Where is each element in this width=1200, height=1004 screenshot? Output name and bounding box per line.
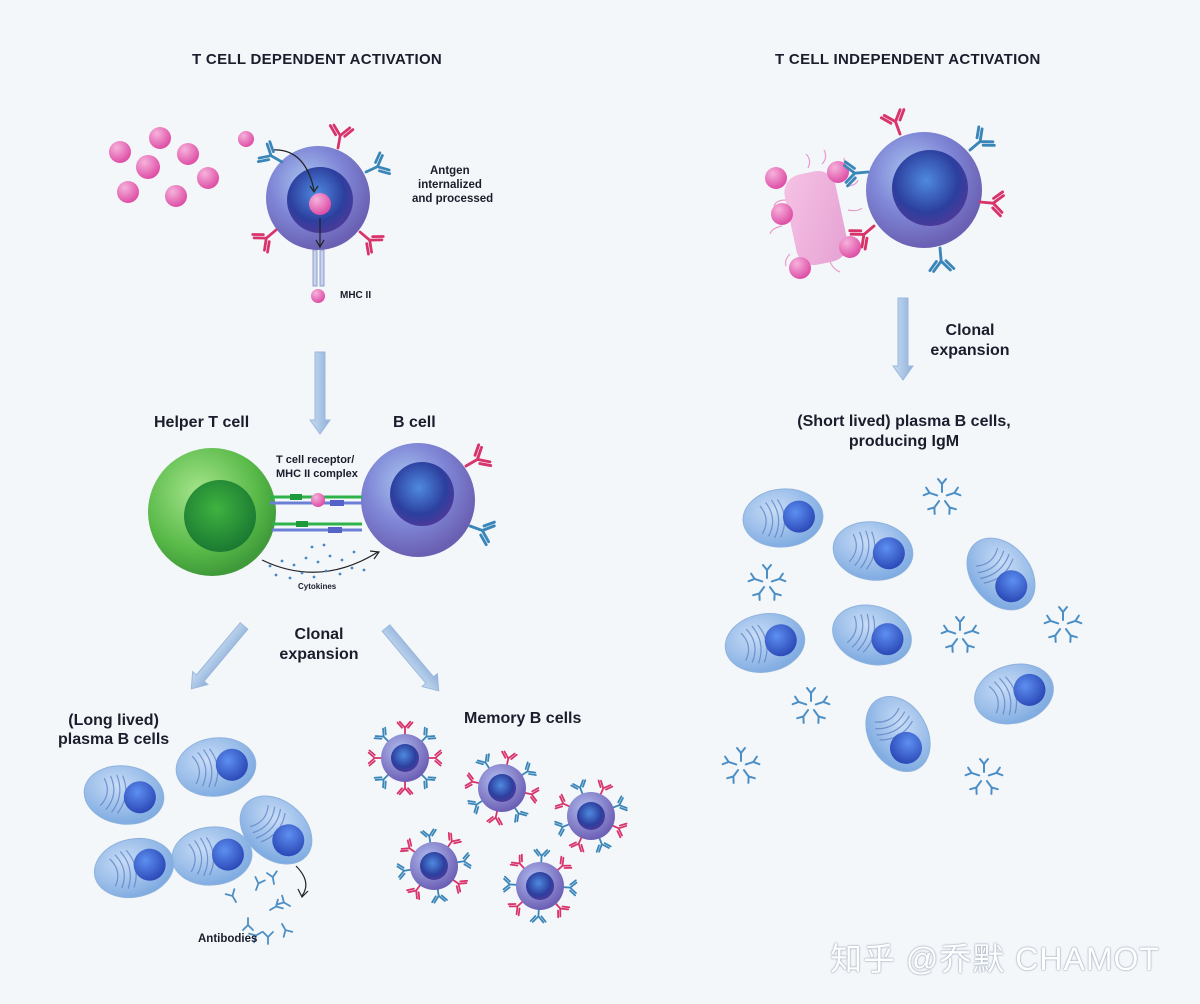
mhc-label: MHC II [340, 290, 372, 301]
right-title: T CELL INDEPENDENT ACTIVATION [775, 51, 1041, 68]
memory-b-cell [502, 848, 578, 924]
short-lived-plasma-label: (Short lived) plasma B cells, producing … [797, 413, 1011, 450]
memory-b-cells [367, 720, 629, 924]
watermark: 知乎 @乔默 CHAMOT [830, 941, 1160, 977]
receptor-complex-label: T cell receptor/ MHC II complex [276, 454, 358, 480]
helper-t-cell [148, 448, 276, 576]
cytokines-label: Cytokines [298, 582, 337, 591]
short-lived-plasma-cells [719, 485, 1061, 784]
antigen-cluster [109, 127, 219, 207]
antibodies-label: Antibodies [198, 933, 258, 945]
b-cell-synapse [261, 442, 497, 580]
b-cell-antigen-processing [238, 123, 393, 303]
helper-t-cell-label: Helper T cell [154, 414, 250, 431]
memory-b-cell [396, 828, 472, 904]
left-clonal-expansion-label: Clonal expansion [279, 626, 359, 663]
long-lived-plasma-cells [79, 732, 326, 945]
b-cell-label: B cell [393, 414, 436, 431]
memory-b-cell [464, 750, 540, 826]
right-clonal-expansion-label: Clonal expansion [930, 322, 1010, 359]
memory-b-cell [553, 778, 629, 854]
bacterium-with-antigens [765, 149, 863, 279]
antigen-internalized-label: Antgen internalized and processed [412, 165, 494, 205]
memory-b-cell [367, 720, 443, 796]
long-lived-plasma-label: (Long lived) plasma B cells [58, 712, 170, 748]
memory-b-cells-label: Memory B cells [464, 710, 582, 727]
left-title: T CELL DEPENDENT ACTIVATION [192, 51, 443, 68]
b-cell-independent [842, 107, 1006, 274]
